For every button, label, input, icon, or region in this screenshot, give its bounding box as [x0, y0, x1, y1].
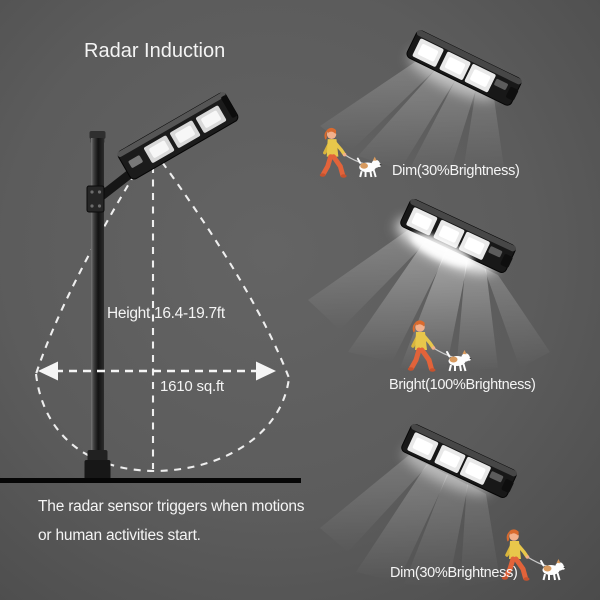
pole-base — [84, 460, 111, 480]
scene-dim-approaching: Dim(30%Brightness) — [320, 28, 525, 179]
coverage-width-arrow — [38, 361, 276, 381]
light-beams-dim-bottom — [320, 455, 500, 588]
coverage-area-dashed-outline — [34, 373, 291, 473]
radar-detection-cone — [34, 161, 291, 473]
street-light-fixture — [117, 92, 239, 180]
bracket-plate — [86, 185, 105, 213]
height-dimension-label: Height 16.4-19.7ft — [107, 305, 226, 322]
radar-coverage-diagram: Radar Induction — [0, 40, 305, 544]
fixture-led-panels — [144, 105, 227, 163]
pole-cap — [89, 131, 106, 139]
radar-sensor — [128, 155, 143, 168]
light-pole — [84, 131, 111, 480]
cone-right-dashed-line — [161, 161, 290, 379]
caption: The radar sensor triggers when motions o… — [38, 498, 305, 544]
arrow-left-head-icon — [38, 361, 58, 381]
pole-shaft — [91, 138, 104, 480]
page-title: Radar Induction — [84, 40, 225, 62]
arrow-right-head-icon — [256, 361, 276, 381]
coverage-area-label: 1610 sq.ft — [160, 378, 225, 395]
pole-base-collar — [87, 450, 108, 462]
fixture-top-highlight — [117, 92, 226, 157]
scene-top-label: Dim(30%Brightness) — [392, 163, 520, 179]
scene-bottom-label: Dim(30%Brightness) — [390, 565, 518, 581]
scene-dim-leaving: Dim(30%Brightness) — [320, 422, 565, 588]
scene-bright-underneath: Bright(100%Brightness) — [308, 197, 550, 393]
panel-hotspot — [410, 233, 474, 267]
ground-line — [0, 478, 301, 483]
caption-line-1: The radar sensor triggers when motions — [38, 498, 305, 515]
caption-line-2: or human activities start. — [38, 527, 201, 544]
light-beams-dim-top — [320, 60, 504, 178]
scene-middle-label: Bright(100%Brightness) — [389, 377, 536, 393]
